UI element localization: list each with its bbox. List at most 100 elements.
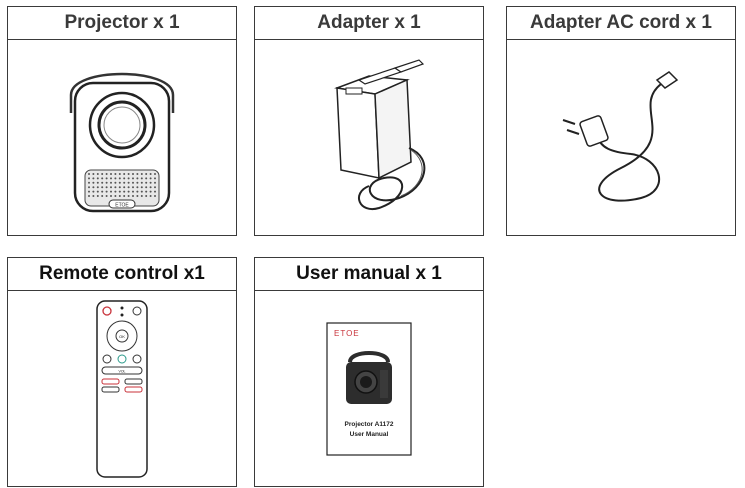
speaker-grille-dot [136,173,139,175]
speaker-grille-dot [88,186,90,189]
manual-brand: ETOE [334,329,360,338]
speaker-grille-dot [140,186,143,189]
speaker-grille-dot [123,190,126,193]
speaker-grille-dot [132,173,134,175]
speaker-grille-dot [145,181,148,184]
card-body: ETOE [8,40,236,235]
speaker-grille-dot [105,181,108,184]
projector-illustration: ETOE [69,72,175,213]
speaker-grille-dot [145,195,148,197]
speaker-grille-dot [118,181,121,184]
speaker-grille-dot [132,195,134,197]
speaker-grille-dot [132,190,134,193]
speaker-grille-dot [101,190,104,193]
speaker-grille-dot [136,181,139,184]
speaker-grille-dot [118,190,121,193]
speaker-grille-dot [114,186,117,189]
card-adapter: Adapter x 1 [254,6,484,236]
speaker-grille-dot [88,177,90,180]
speaker-grille-dot [105,177,108,180]
speaker-grille-dot [149,190,152,193]
speaker-grille-dot [123,173,126,175]
speaker-grille-dot [110,181,112,184]
card-body: OK VOL [8,291,236,486]
speaker-grille-dot [140,181,143,184]
card-projector: Projector x 1 ETOE [7,6,237,236]
speaker-grille-dot [154,186,156,189]
speaker-grille-dot [154,181,156,184]
speaker-grille-dot [136,190,139,193]
speaker-grille-dot [145,173,148,175]
speaker-grille-dot [145,186,148,189]
speaker-grille-dot [127,181,130,184]
speaker-grille-dot [132,181,134,184]
speaker-grille-dot [140,173,143,175]
speaker-grille-dot [114,177,117,180]
speaker-grille-dot [114,190,117,193]
speaker-grille-dot [96,195,99,197]
speaker-grille-dot [132,186,134,189]
speaker-grille-dot [154,173,156,175]
card-title: Remote control x1 [8,258,236,291]
speaker-grille-dot [123,181,126,184]
speaker-grille-dot [101,186,104,189]
remote-vol-label: VOL [118,369,125,373]
speaker-grille-dot [96,186,99,189]
card-remote-control: Remote control x1 OK VOL [7,257,237,487]
speaker-grille-dot [154,177,156,180]
speaker-grille-dot [118,186,121,189]
speaker-grille-dot [92,177,95,180]
speaker-grille-dot [149,177,152,180]
card-body [255,40,483,235]
speaker-grille-dot [145,190,148,193]
speaker-grille-dot [145,177,148,180]
speaker-grille-dot [154,195,156,197]
speaker-grille-dot [110,186,112,189]
card-title: Adapter x 1 [255,7,483,40]
speaker-grille-dot [132,177,134,180]
speaker-grille-dot [123,177,126,180]
speaker-grille-dot [96,181,99,184]
speaker-grille-dot [114,181,117,184]
card-title: User manual x 1 [255,258,483,291]
remote-ok-label: OK [119,334,125,339]
speaker-grille-dot [114,195,117,197]
speaker-grille-dot [110,173,112,175]
speaker-grille-dot [96,173,99,175]
speaker-grille-dot [101,177,104,180]
ac-cord-illustration [562,70,679,202]
speaker-grille-dot [149,181,152,184]
speaker-grille-dot [88,173,90,175]
remote-control-illustration: OK VOL [96,299,148,478]
speaker-grille-dot [101,195,104,197]
manual-line-1: Projector A1172 [345,421,394,428]
speaker-grille-dot [140,177,143,180]
speaker-grille-dot [88,181,90,184]
speaker-grille-dot [101,173,104,175]
speaker-grille-dot [140,195,143,197]
speaker-grille-dot [118,173,121,175]
speaker-grille-dot [114,173,117,175]
speaker-grille-dot [101,181,104,184]
manual-line-2: User Manual [350,431,389,438]
card-user-manual: User manual x 1 ETOE Projector A1172 Use… [254,257,484,487]
speaker-grille-dot [123,195,126,197]
projector-brand-label: ETOE [115,203,129,209]
speaker-grille-dot [118,195,121,197]
speaker-grille-dot [123,186,126,189]
speaker-grille-dot [96,190,99,193]
speaker-grille-dot [127,186,130,189]
speaker-grille-dot [149,186,152,189]
speaker-grille-dot [105,190,108,193]
speaker-grille-dot [110,195,112,197]
speaker-grille-dot [154,190,156,193]
speaker-grille-dot [88,195,90,197]
speaker-grille-dot [92,173,95,175]
speaker-grille-dot [88,190,90,193]
speaker-grille-dot [136,195,139,197]
speaker-grille-dot [127,177,130,180]
speaker-grille-dot [105,195,108,197]
speaker-grille-dot [92,190,95,193]
card-body [507,40,735,235]
speaker-grille-dot [110,190,112,193]
